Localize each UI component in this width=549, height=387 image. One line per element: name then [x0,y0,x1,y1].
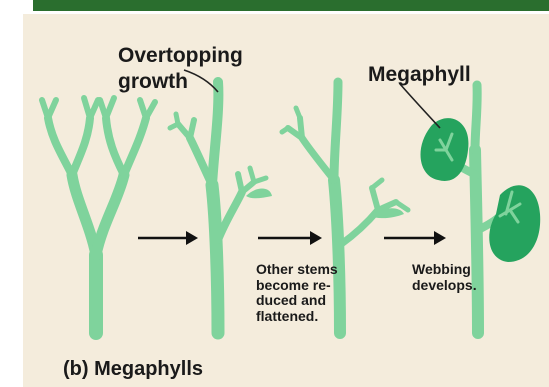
label-growth: growth [118,70,188,94]
arrow-1 [138,231,198,245]
arrow-3 [384,231,446,245]
top-accent-bar [33,0,549,11]
figure-caption: (b) Megaphylls [63,358,203,380]
label-megaphyll: Megaphyll [368,63,471,87]
label-overtopping: Overtopping [118,44,243,68]
megaphyll-leaf-lower [489,185,540,262]
megaphyll-leader-line [400,84,440,128]
arrow-2 [258,231,322,245]
overtopping-leader-line [184,70,218,92]
megaphyll-figure-panel: .stem { fill: none; stroke: #7fd39c; str… [23,14,549,387]
label-webbing-develops: Webbing develops. [412,262,477,293]
left-margin [0,14,20,387]
stage-1-dichotomous-branching [42,98,155,333]
label-stems-reduced: Other stems become re- duced and flatten… [256,262,338,325]
stage-4-webbing [421,85,541,333]
